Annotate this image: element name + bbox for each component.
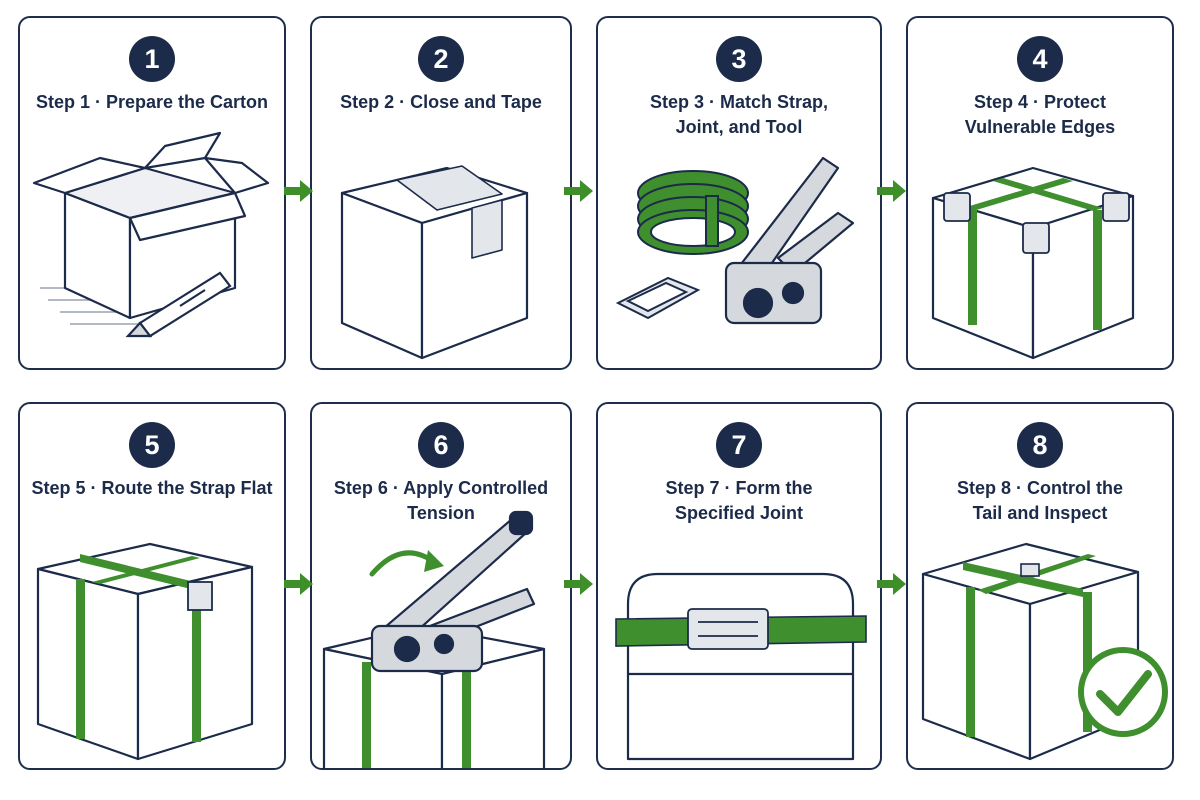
checkmark-icon (1078, 647, 1168, 737)
box-cutter-icon (125, 271, 232, 338)
step-title: Step 1 · Prepare the Carton (30, 90, 274, 115)
step-panel-4: 4 Step 4 · Protect Vulnerable Edges (906, 16, 1174, 370)
step-title-line: Step 4 · Protect (973, 92, 1107, 112)
step-title-line: Step 7 · Form the (665, 478, 813, 498)
arrow-step-6-to-7 (564, 573, 593, 595)
step-panel-7: 7 Step 7 · Form the Specified Joint (596, 402, 882, 770)
step-title: Step 7 · Form the Specified Joint (608, 476, 870, 526)
step-number-badge: 2 (418, 36, 464, 82)
arrow-step-1-to-2 (284, 180, 313, 202)
step-title-line: Joint, and Tool (675, 117, 803, 137)
step-title-line: Step 6 · Apply Controlled (333, 478, 549, 498)
step-panel-3: 3 Step 3 · Match Strap, Joint, and Tool (596, 16, 882, 370)
step-title: Step 8 · Control the Tail and Inspect (918, 476, 1162, 526)
step-title-line: Vulnerable Edges (964, 117, 1116, 137)
tensioner-tool-icon (724, 156, 855, 325)
step-panel-6: 6 Step 6 · Apply Controlled Tension (310, 402, 572, 770)
step-title: Step 4 · Protect Vulnerable Edges (918, 90, 1162, 140)
step-panel-8: 8 Step 8 · Control the Tail and Inspect (906, 402, 1174, 770)
step-number-badge: 5 (129, 422, 175, 468)
step-title-line: Step 1 · Prepare the Carton (35, 92, 269, 112)
strapped-box-icon (36, 542, 254, 761)
step-number-badge: 6 (418, 422, 464, 468)
step-number-badge: 4 (1017, 36, 1063, 82)
arrow-step-7-to-8 (877, 573, 906, 595)
edge-protector-icon (931, 166, 1135, 360)
arrow-step-2-to-3 (564, 180, 593, 202)
taped-box-icon (340, 165, 529, 360)
strap-buckle-icon (615, 276, 701, 320)
arrow-step-3-to-4 (877, 180, 906, 202)
step-title: Step 3 · Match Strap, Joint, and Tool (608, 90, 870, 140)
step-title-line: Step 3 · Match Strap, (649, 92, 829, 112)
step-title: Step 5 · Route the Strap Flat (30, 476, 274, 501)
step-panel-1: 1 Step 1 · Prepare the Carton (18, 16, 286, 370)
step-title: Step 6 · Apply Controlled Tension (322, 476, 560, 526)
open-carton-icon (32, 131, 270, 338)
joint-seal-icon (687, 608, 769, 650)
arrow-step-5-to-6 (284, 573, 313, 595)
step-panel-2: 2 Step 2 · Close and Tape (310, 16, 572, 370)
step-title-line: Step 8 · Control the (957, 478, 1123, 498)
step-title-line: Tail and Inspect (972, 503, 1108, 523)
strap-coil-icon (637, 170, 749, 255)
step-title: Step 2 · Close and Tape (322, 90, 560, 115)
step-number-badge: 7 (716, 422, 762, 468)
step-title-line: Tension (407, 503, 475, 523)
step-number-badge: 1 (129, 36, 175, 82)
step-number-badge: 3 (716, 36, 762, 82)
step-title-line: Step 2 · Close and Tape (340, 92, 542, 112)
step-number-badge: 8 (1017, 422, 1063, 468)
step-title-line: Specified Joint (674, 503, 804, 523)
tensioner-tool-icon (370, 510, 536, 673)
step-title-line: Step 5 · Route the Strap Flat (31, 478, 273, 498)
step-panel-5: 5 Step 5 · Route the Strap Flat (18, 402, 286, 770)
